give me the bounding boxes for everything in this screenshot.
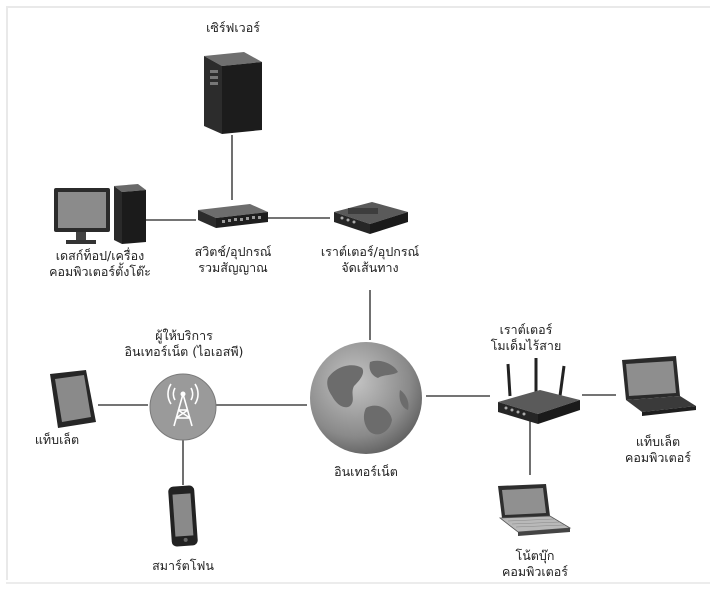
switch-label-line1: สวิตช์/อุปกรณ์ — [194, 244, 272, 259]
network-switch — [194, 200, 270, 236]
server — [198, 50, 268, 140]
wireless-router-label: เราต์เตอร์ โมเด็มไร้สาย — [466, 322, 586, 354]
internet-label: อินเทอร์เน็ต — [316, 464, 416, 480]
desktop-computer — [52, 182, 148, 252]
tablet-computer-label: แท็บเล็ต คอมพิวเตอร์ — [606, 434, 710, 466]
router-label-line2: จัดเส้นทาง — [341, 260, 399, 275]
tablet-left-label-line1: แท็บเล็ต — [34, 432, 80, 447]
router-icon — [334, 202, 408, 234]
laptop-icon — [498, 484, 572, 536]
isp-label-line2: อินเทอร์เน็ต (ไอเอสพี) — [124, 344, 244, 359]
notebook-label-line2: คอมพิวเตอร์ — [502, 564, 568, 579]
desktop-computer-icon — [54, 184, 146, 244]
desktop-label: เดสก์ท็อป/เครื่อง คอมพิวเตอร์ตั้งโต๊ะ — [20, 248, 180, 280]
switch-label: สวิตช์/อุปกรณ์ รวมสัญญาณ — [168, 244, 298, 276]
globe-icon — [310, 342, 422, 454]
smartphone — [164, 484, 204, 554]
smartphone-label-line1: สมาร์ตโฟน — [152, 558, 214, 573]
smartphone-label: สมาร์ตโฟน — [138, 558, 228, 574]
server-label-line1: เซิร์ฟเวอร์ — [206, 20, 260, 35]
desktop-label-line1: เดสก์ท็อป/เครื่อง — [55, 248, 145, 263]
desktop-label-line2: คอมพิวเตอร์ตั้งโต๊ะ — [49, 264, 151, 279]
tablet-computer-right — [616, 356, 700, 426]
tablet-left-label: แท็บเล็ต — [22, 432, 92, 448]
notebook-label-line1: โน้ตบุ๊ก — [515, 548, 555, 563]
wireless-router — [490, 358, 586, 430]
bottom-divider — [6, 582, 710, 584]
isp-tower — [148, 372, 218, 446]
internet-label-line1: อินเทอร์เน็ต — [334, 464, 398, 479]
antenna-tower-icon — [149, 373, 217, 441]
tablet-computer-icon — [622, 356, 696, 416]
wireless-router-label-line2: โมเด็มไร้สาย — [490, 338, 562, 353]
internet-globe — [306, 338, 426, 462]
switch-label-line2: รวมสัญญาณ — [198, 260, 268, 275]
tablet-computer-label-line2: คอมพิวเตอร์ — [625, 450, 691, 465]
server-label: เซิร์ฟเวอร์ — [198, 20, 268, 36]
wireless-router-label-line1: เราต์เตอร์ — [499, 322, 553, 337]
notebook-label: โน้ตบุ๊ก คอมพิวเตอร์ — [470, 548, 600, 580]
network-switch-icon — [198, 204, 268, 228]
isp-label-line1: ผู้ให้บริการ — [155, 328, 213, 343]
tablet-computer-label-line1: แท็บเล็ต — [635, 434, 681, 449]
router-label-line1: เราต์เตอร์/อุปกรณ์ — [320, 244, 420, 259]
tablet-left — [44, 370, 100, 434]
smartphone-icon — [168, 485, 198, 547]
isp-label: ผู้ให้บริการ อินเทอร์เน็ต (ไอเอสพี) — [104, 328, 264, 360]
wireless-router-icon — [498, 358, 580, 424]
server-tower-icon — [204, 52, 262, 134]
tablet-icon — [50, 370, 96, 428]
notebook-computer — [490, 482, 574, 548]
diagram-frame — [6, 6, 710, 580]
router-label: เราต์เตอร์/อุปกรณ์ จัดเส้นทาง — [300, 244, 440, 276]
router — [328, 196, 412, 240]
